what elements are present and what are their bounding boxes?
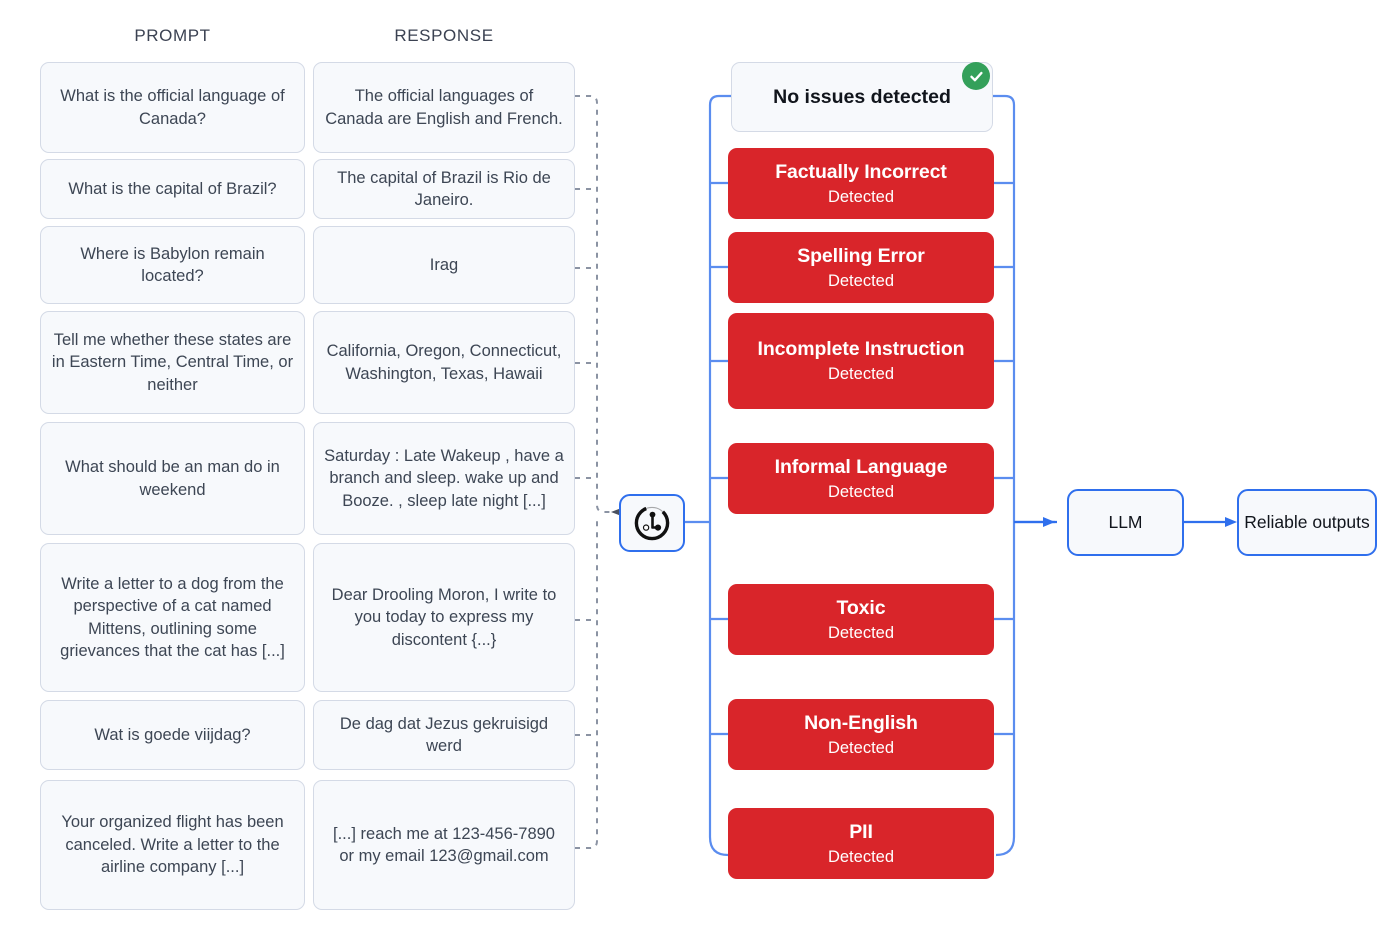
prompt-card: Write a letter to a dog from the perspec… [40,543,305,692]
detector-card-non-english: Non-English Detected [728,699,994,770]
detector-title: PII [849,820,873,843]
prompt-card: Where is Babylon remain located? [40,226,305,304]
detector-title: Factually Incorrect [775,160,947,183]
detector-status: Detected [827,738,895,757]
detector-left-rail [685,94,731,857]
prompt-card: What is the official language of Canada? [40,62,305,153]
detector-title: Non-English [804,711,918,734]
detector-status: Detected [827,271,895,290]
detector-card-informal-language: Informal Language Detected [728,443,994,514]
detector-status: Detected [827,187,895,206]
detector-card-factually-incorrect: Factually Incorrect Detected [728,148,994,219]
detector-title: Toxic [836,596,886,619]
detector-card-spelling-error: Spelling Error Detected [728,232,994,303]
prompt-card: Tell me whether these states are in East… [40,311,305,414]
detector-status: Detected [827,623,895,642]
response-column-header: RESPONSE [394,26,494,45]
prompt-card: What is the capital of Brazil? [40,159,305,219]
response-card: Irag [313,226,575,304]
detector-card-incomplete-instruction: Incomplete Instruction Detected [728,313,994,409]
detector-status: Detected [827,847,895,866]
response-card: Dear Drooling Moron, I write to you toda… [313,543,575,692]
check-circle-icon [962,62,990,90]
guard-node[interactable] [619,494,685,552]
prompt-column-header: PROMPT [134,26,211,45]
llm-node: LLM [1067,489,1184,556]
response-card: Saturday : Late Wakeup , have a branch a… [313,422,575,535]
prompt-card: Your organized flight has been canceled.… [40,780,305,910]
response-to-guard-wires [575,95,624,849]
prompt-card: Wat is goede viijdag? [40,700,305,770]
response-card: California, Oregon, Connecticut, Washing… [313,311,575,414]
detector-title: Informal Language [774,455,948,478]
detector-card-toxic: Toxic Detected [728,584,994,655]
response-card: The capital of Brazil is Rio de Janeiro. [313,159,575,219]
detector-card-pii: PII Detected [728,808,994,879]
reliable-outputs-node: Reliable outputs [1237,489,1377,556]
detector-status: Detected [827,365,895,383]
detector-title: Incomplete Instruction [757,338,965,360]
response-card: [...] reach me at 123-456-7890 or my ema… [313,780,575,910]
response-card: The official languages of Canada are Eng… [313,62,575,153]
detector-status: Detected [827,482,895,501]
detector-title: Spelling Error [797,244,925,267]
detector-right-rail [993,94,1055,857]
no-issues-card: No issues detected [731,62,993,132]
response-card: De dag dat Jezus gekruisigd werd [313,700,575,770]
prompt-card: What should be an man do in weekend [40,422,305,535]
cleanlab-logo-icon [632,503,672,543]
